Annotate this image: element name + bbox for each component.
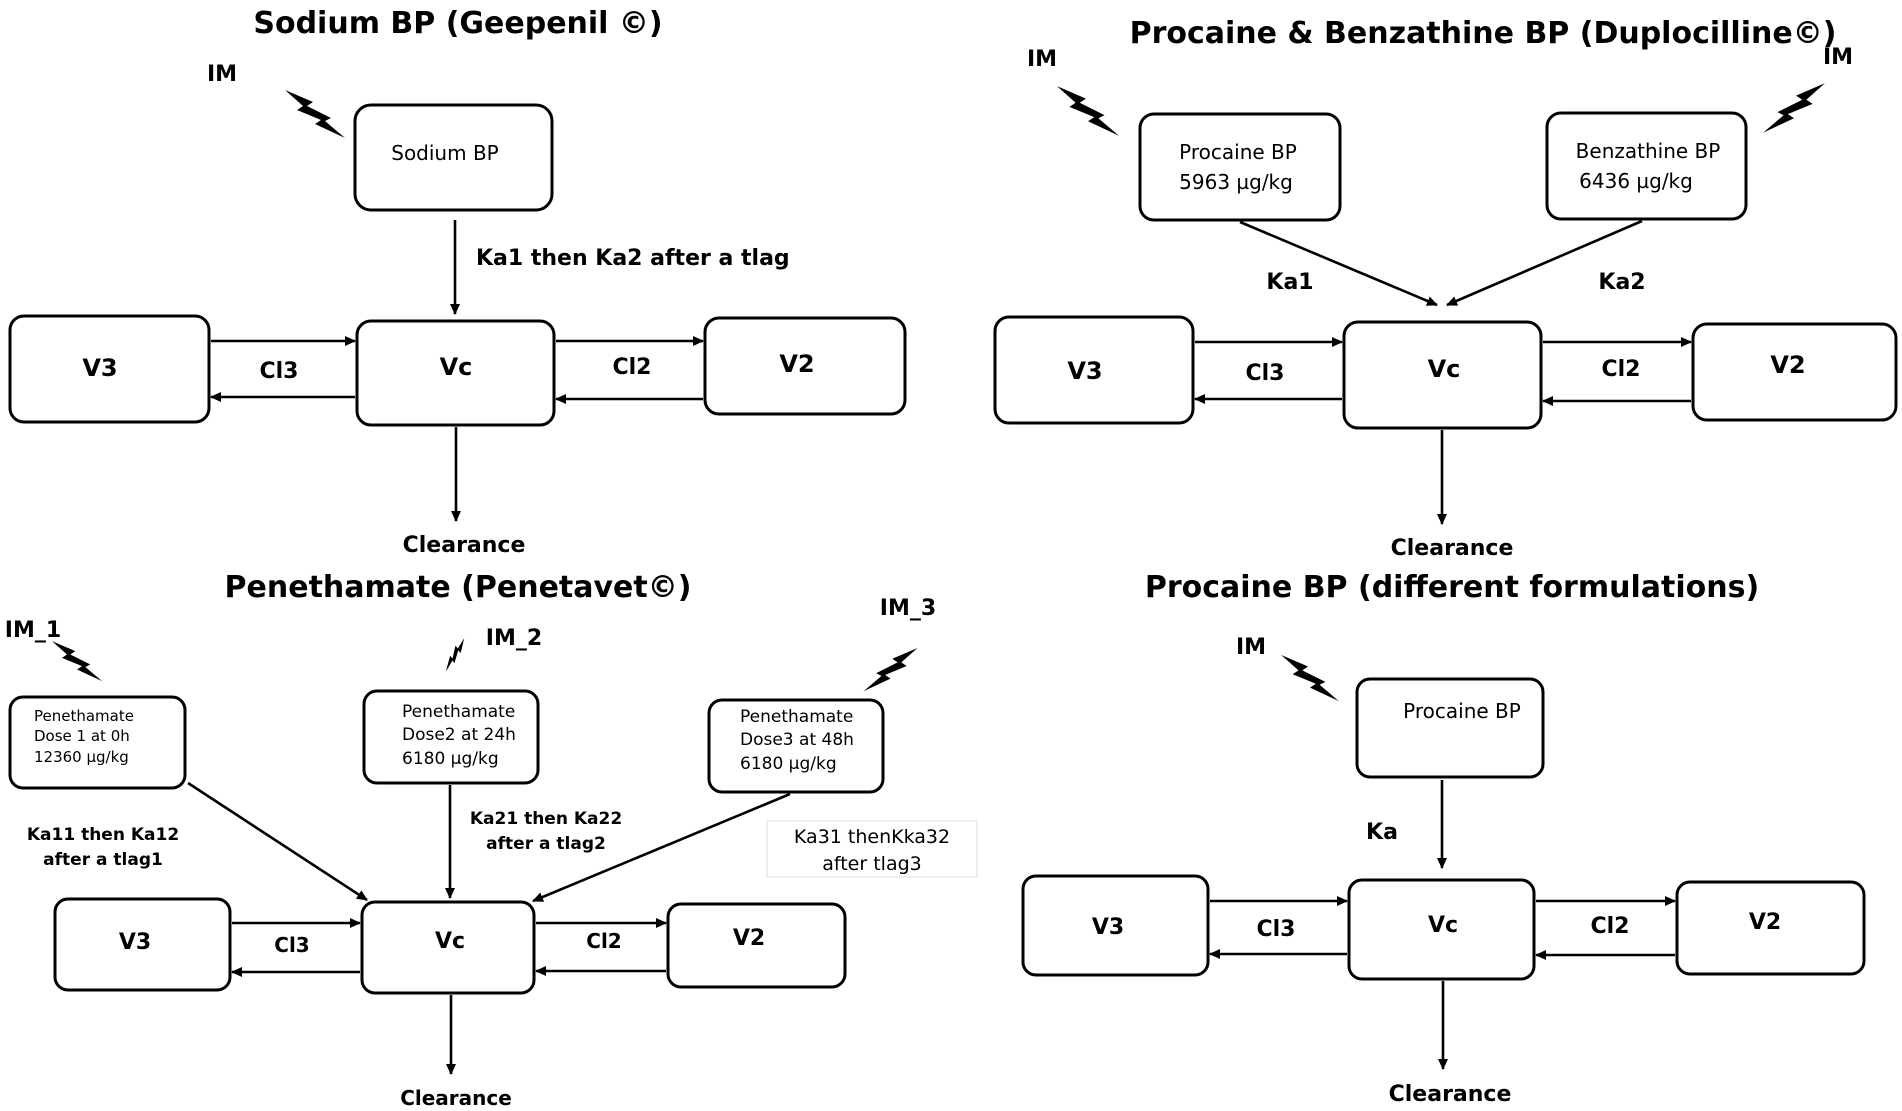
depot-dose: 5963 µg/kg	[1179, 170, 1293, 194]
depot-dose: 6436 µg/kg	[1579, 169, 1693, 193]
dose-box-3	[707, 698, 885, 794]
v2-label: V2	[779, 350, 814, 378]
peripheral-compartment-v2	[703, 316, 907, 416]
panel-duplocilline: Procaine & Benzathine BP (Duplocilline©)…	[993, 16, 1898, 561]
peripheral-compartment-v2	[666, 902, 847, 989]
v3-label: V3	[1092, 915, 1124, 940]
ka-label: Ka	[1366, 820, 1398, 845]
cl3-label: Cl3	[260, 359, 299, 384]
ka2-label: Ka2	[1598, 270, 1645, 295]
ka2-label-line2: after a tlag2	[486, 834, 606, 854]
v2-label: V2	[1770, 351, 1805, 379]
v2-label: V2	[1749, 910, 1781, 935]
cl2-label: Cl2	[1591, 914, 1630, 939]
route-label-2: IM_2	[486, 626, 542, 651]
vc-label: Vc	[1428, 355, 1461, 383]
cl2-label: Cl2	[1602, 357, 1641, 382]
clearance-label: Clearance	[403, 533, 526, 558]
route-label: IM	[207, 62, 237, 87]
route-label-left: IM	[1027, 47, 1057, 72]
central-compartment	[360, 900, 536, 995]
depot-label: Procaine BP	[1403, 699, 1521, 723]
panel-title: Sodium BP (Geepenil ©)	[253, 6, 662, 41]
dose2-drug: Penethamate	[402, 702, 515, 722]
absorption-arrow-3	[532, 792, 791, 903]
clearance-label: Clearance	[1391, 536, 1514, 561]
central-compartment	[1347, 878, 1536, 981]
depot-name: Benzathine BP	[1576, 139, 1721, 163]
depot-box	[353, 103, 554, 212]
peripheral-compartment-v2	[1675, 880, 1866, 976]
dose1-drug: Penethamate	[34, 707, 134, 725]
route-label-right: IM	[1823, 45, 1853, 70]
ka1-label-line1: Ka11 then Ka12	[27, 825, 179, 845]
dose1-time: Dose 1 at 0h	[34, 727, 130, 745]
injection-bolt-icon	[1281, 655, 1339, 702]
dose-box-2	[362, 689, 540, 785]
dose3-drug: Penethamate	[740, 707, 853, 727]
panel-title: Procaine BP (different formulations)	[1145, 570, 1759, 605]
route-label: IM	[1236, 635, 1266, 660]
injection-bolt-icon	[440, 638, 470, 672]
v3-label: V3	[82, 354, 117, 382]
cl3-label: Cl3	[1246, 361, 1285, 386]
v3-label: V3	[1067, 357, 1102, 385]
ka3-label-line2: after tlag3	[822, 853, 922, 875]
injection-bolt-icon	[863, 648, 918, 692]
ka2-label-line1: Ka21 then Ka22	[470, 809, 622, 829]
dose2-amount: 6180 µg/kg	[402, 749, 499, 769]
panel-title: Penethamate (Penetavet©)	[225, 570, 692, 605]
absorption-label: Ka1 then Ka2 after a tlag	[476, 246, 790, 271]
absorption-arrow-right	[1446, 219, 1643, 307]
panel-title: Procaine & Benzathine BP (Duplocilline©)	[1130, 16, 1837, 51]
dose1-amount: 12360 µg/kg	[34, 748, 129, 766]
ka3-label-frame	[766, 820, 978, 878]
depot-name: Procaine BP	[1179, 140, 1297, 164]
ka1-label: Ka1	[1266, 270, 1313, 295]
injection-bolt-icon	[1763, 83, 1825, 133]
central-compartment	[355, 319, 556, 427]
vc-label: Vc	[435, 929, 465, 954]
peripheral-compartment-v3	[53, 897, 232, 992]
route-label-1: IM_1	[5, 618, 61, 643]
central-compartment	[1342, 320, 1543, 430]
cl3-label: Cl3	[274, 933, 309, 957]
clearance-label: Clearance	[400, 1086, 512, 1110]
v3-label: V3	[119, 930, 151, 955]
panel-penethamate: Penethamate (Penetavet©) IM_1 IM_2 IM_3 …	[5, 570, 978, 1110]
ka3-label-line1: Ka31 thenKka32	[794, 826, 950, 848]
peripheral-compartment-v2	[1691, 322, 1898, 422]
depot-label: Sodium BP	[391, 141, 498, 165]
peripheral-compartment-v3	[1021, 874, 1210, 977]
v2-label: V2	[733, 926, 765, 951]
panel-procaine: Procaine BP (different formulations) IM …	[1021, 570, 1866, 1107]
injection-bolt-icon	[52, 641, 102, 682]
depot-box-procaine	[1138, 112, 1342, 222]
dose3-amount: 6180 µg/kg	[740, 754, 837, 774]
dose2-time: Dose2 at 24h	[402, 725, 516, 745]
injection-bolt-icon	[285, 90, 345, 138]
absorption-arrow-left	[1239, 220, 1438, 307]
depot-box-benzathine	[1545, 111, 1748, 221]
depot-box	[1355, 677, 1545, 779]
vc-label: Vc	[1428, 913, 1458, 938]
route-label-3: IM_3	[880, 596, 936, 621]
cl2-label: Cl2	[586, 929, 621, 953]
peripheral-compartment-v3	[8, 314, 211, 424]
clearance-label: Clearance	[1389, 1082, 1512, 1107]
cl2-label: Cl2	[613, 355, 652, 380]
cl3-label: Cl3	[1257, 917, 1296, 942]
absorption-arrow-1	[187, 781, 368, 902]
peripheral-compartment-v3	[993, 315, 1195, 425]
ka1-label-line2: after a tlag1	[43, 850, 163, 870]
vc-label: Vc	[440, 353, 473, 381]
dose3-time: Dose3 at 48h	[740, 730, 854, 750]
panel-sodium: Sodium BP (Geepenil ©) IM Sodium BP Ka1 …	[8, 6, 907, 558]
dose-box-1	[8, 695, 187, 790]
injection-bolt-icon	[1057, 86, 1119, 136]
